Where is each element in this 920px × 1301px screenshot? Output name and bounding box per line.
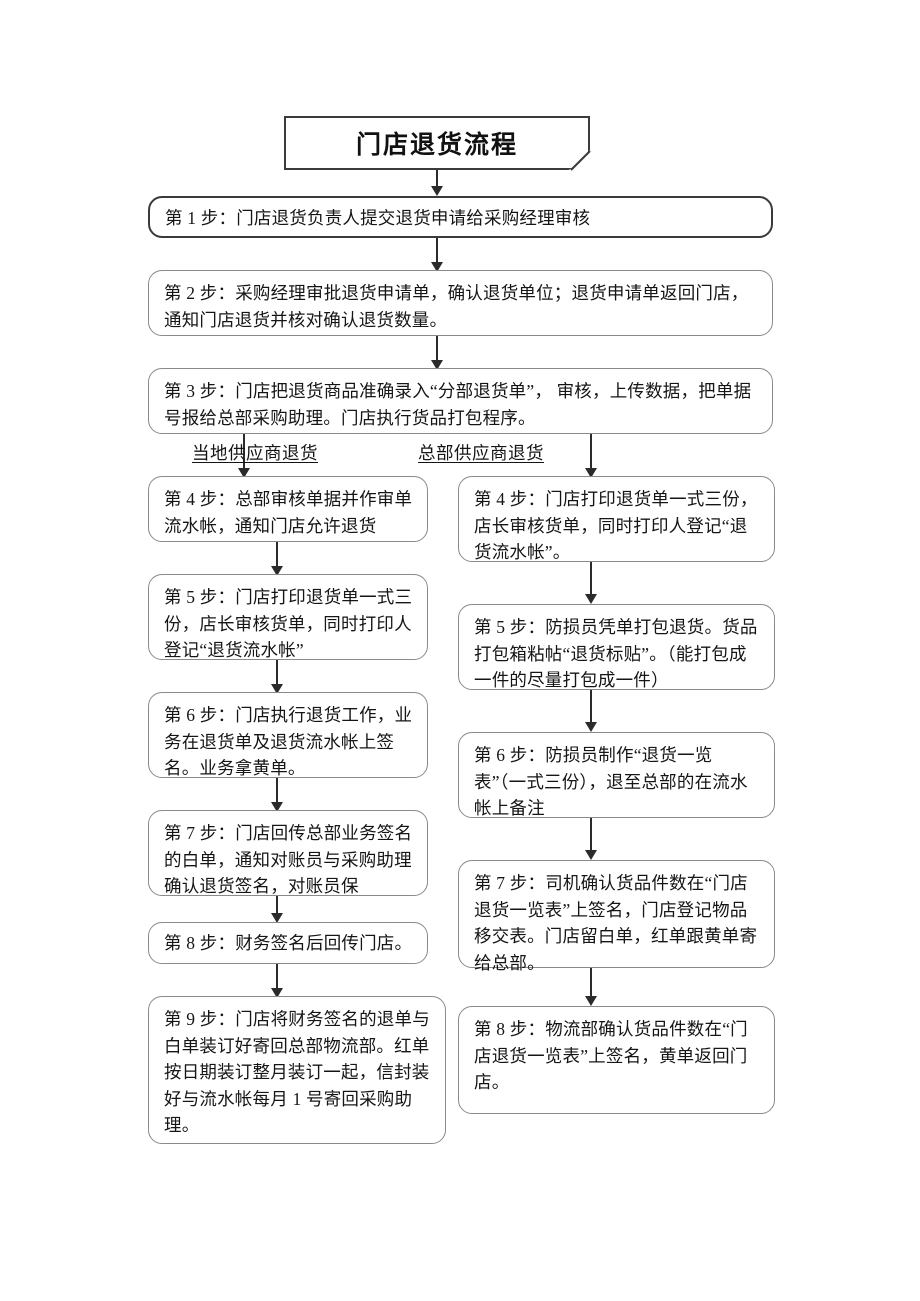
arrowhead-left-4-to-5	[271, 566, 283, 576]
flow-node-left-step-4-label: 第 4 步：总部审核单据并作审单流水帐，通知门店允许退货	[164, 489, 413, 536]
arrowhead-left-6-to-7	[271, 802, 283, 812]
arrowhead-right-4-to-5	[585, 594, 597, 604]
connector-step1-to-step2	[436, 238, 438, 266]
flow-node-step-2[interactable]: 第 2 步：采购经理审批退货申请单，确认退货单位；退货申请单返回门店，通知门店退…	[148, 270, 773, 336]
arrowhead-left-5-to-6	[271, 684, 283, 694]
flow-node-left-step-9-label: 第 9 步：门店将财务签名的退单与白单装订好寄回总部物流部。红单按日期装订整月装…	[164, 1009, 430, 1136]
arrowhead-right-6-to-7	[585, 850, 597, 860]
flow-node-right-step-7-label: 第 7 步：司机确认货品件数在“门店退货一览表”上签名，门店登记物品移交表。门店…	[474, 873, 758, 973]
flow-node-right-step-4-label: 第 4 步：门店打印退货单一式三份，店长审核货单，同时打印人登记“退货流水帐”。	[474, 489, 758, 563]
arrowhead-step1-to-step2	[431, 262, 443, 272]
arrowhead-left-7-to-8	[271, 913, 283, 923]
arrowhead-right-5-to-6	[585, 722, 597, 732]
flowchart-title-text: 门店退货流程	[355, 132, 518, 159]
branch-label-hq-supplier: 总部供应商退货	[418, 443, 544, 463]
flow-node-left-step-8[interactable]: 第 8 步：财务签名后回传门店。	[148, 922, 428, 964]
connector-title-to-step1	[436, 170, 438, 190]
connector-left-8-to-9	[276, 964, 278, 992]
flow-node-right-step-7[interactable]: 第 7 步：司机确认货品件数在“门店退货一览表”上签名，门店登记物品移交表。门店…	[458, 860, 775, 973]
flow-node-right-step-4[interactable]: 第 4 步：门店打印退货单一式三份，店长审核货单，同时打印人登记“退货流水帐”。	[458, 476, 775, 562]
flow-node-left-step-5[interactable]: 第 5 步：门店打印退货单一式三份，店长审核货单，同时打印人登记“退货流水帐”	[148, 574, 428, 660]
connector-right-5-to-6	[590, 690, 592, 728]
connector-right-6-to-7	[590, 818, 592, 856]
flow-node-step-2-label: 第 2 步：采购经理审批退货申请单，确认退货单位；退货申请单返回门店，通知门店退…	[164, 283, 749, 330]
flow-node-left-step-6-label: 第 6 步：门店执行退货工作，业务在退货单及退货流水帐上签名。业务拿黄单。	[164, 705, 413, 779]
flow-node-left-step-6[interactable]: 第 6 步：门店执行退货工作，业务在退货单及退货流水帐上签名。业务拿黄单。	[148, 692, 428, 778]
connector-step2-to-step3	[436, 336, 438, 364]
flow-node-right-step-5[interactable]: 第 5 步：防损员凭单打包退货。货品打包箱粘帖“退货标贴”。（能打包成一件的尽量…	[458, 604, 775, 690]
flow-node-right-step-8-label: 第 8 步：物流部确认货品件数在“门店退货一览表”上签名，黄单返回门店。	[474, 1019, 748, 1093]
connector-left-6-to-7	[276, 778, 278, 806]
flow-node-step-1-label: 第 1 步：门店退货负责人提交退货申请给采购经理审核	[165, 208, 591, 228]
flow-node-step-3-label: 第 3 步：门店把退货商品准确录入“分部退货单”， 审核，上传数据，把单据号报给…	[164, 381, 752, 428]
flow-node-right-step-6-label: 第 6 步：防损员制作“退货一览表”（一式三份），退至总部的在流水帐上备注	[474, 745, 748, 819]
flow-node-right-step-6[interactable]: 第 6 步：防损员制作“退货一览表”（一式三份），退至总部的在流水帐上备注	[458, 732, 775, 818]
flow-node-left-step-9[interactable]: 第 9 步：门店将财务签名的退单与白单装订好寄回总部物流部。红单按日期装订整月装…	[148, 996, 446, 1144]
connector-right-4-to-5	[590, 562, 592, 600]
connector-left-4-to-5	[276, 542, 278, 570]
flow-node-left-step-8-label: 第 8 步：财务签名后回传门店。	[164, 933, 413, 953]
arrowhead-title-to-step1	[431, 186, 443, 196]
arrowhead-right-7-to-8	[585, 996, 597, 1006]
flow-node-step-3[interactable]: 第 3 步：门店把退货商品准确录入“分部退货单”， 审核，上传数据，把单据号报给…	[148, 368, 773, 434]
connector-left-7-to-8	[276, 896, 278, 918]
flow-node-left-step-7[interactable]: 第 7 步：门店回传总部业务签名的白单，通知对账员与采购助理确认退货签名，对账员…	[148, 810, 428, 896]
branch-label-local-supplier: 当地供应商退货	[192, 443, 318, 463]
flow-node-right-step-8[interactable]: 第 8 步：物流部确认货品件数在“门店退货一览表”上签名，黄单返回门店。	[458, 1006, 775, 1114]
flow-node-left-step-5-label: 第 5 步：门店打印退货单一式三份，店长审核货单，同时打印人登记“退货流水帐”	[164, 587, 413, 661]
arrowhead-step3-to-right-branch	[585, 468, 597, 478]
connector-left-5-to-6	[276, 660, 278, 688]
arrowhead-step3-to-left-branch	[238, 468, 250, 478]
arrowhead-left-8-to-9	[271, 988, 283, 998]
flow-node-left-step-7-label: 第 7 步：门店回传总部业务签名的白单，通知对账员与采购助理确认退货签名，对账员…	[164, 823, 413, 897]
flowchart-title-box: 门店退货流程	[284, 116, 590, 170]
connector-step3-to-left-branch	[243, 434, 245, 474]
arrowhead-step2-to-step3	[431, 360, 443, 370]
connector-step3-to-right-branch	[590, 434, 592, 474]
connector-right-7-to-8	[590, 968, 592, 1000]
flow-node-step-1[interactable]: 第 1 步：门店退货负责人提交退货申请给采购经理审核	[148, 196, 773, 238]
flow-node-right-step-5-label: 第 5 步：防损员凭单打包退货。货品打包箱粘帖“退货标贴”。（能打包成一件的尽量…	[474, 617, 758, 691]
flow-node-left-step-4[interactable]: 第 4 步：总部审核单据并作审单流水帐，通知门店允许退货	[148, 476, 428, 542]
